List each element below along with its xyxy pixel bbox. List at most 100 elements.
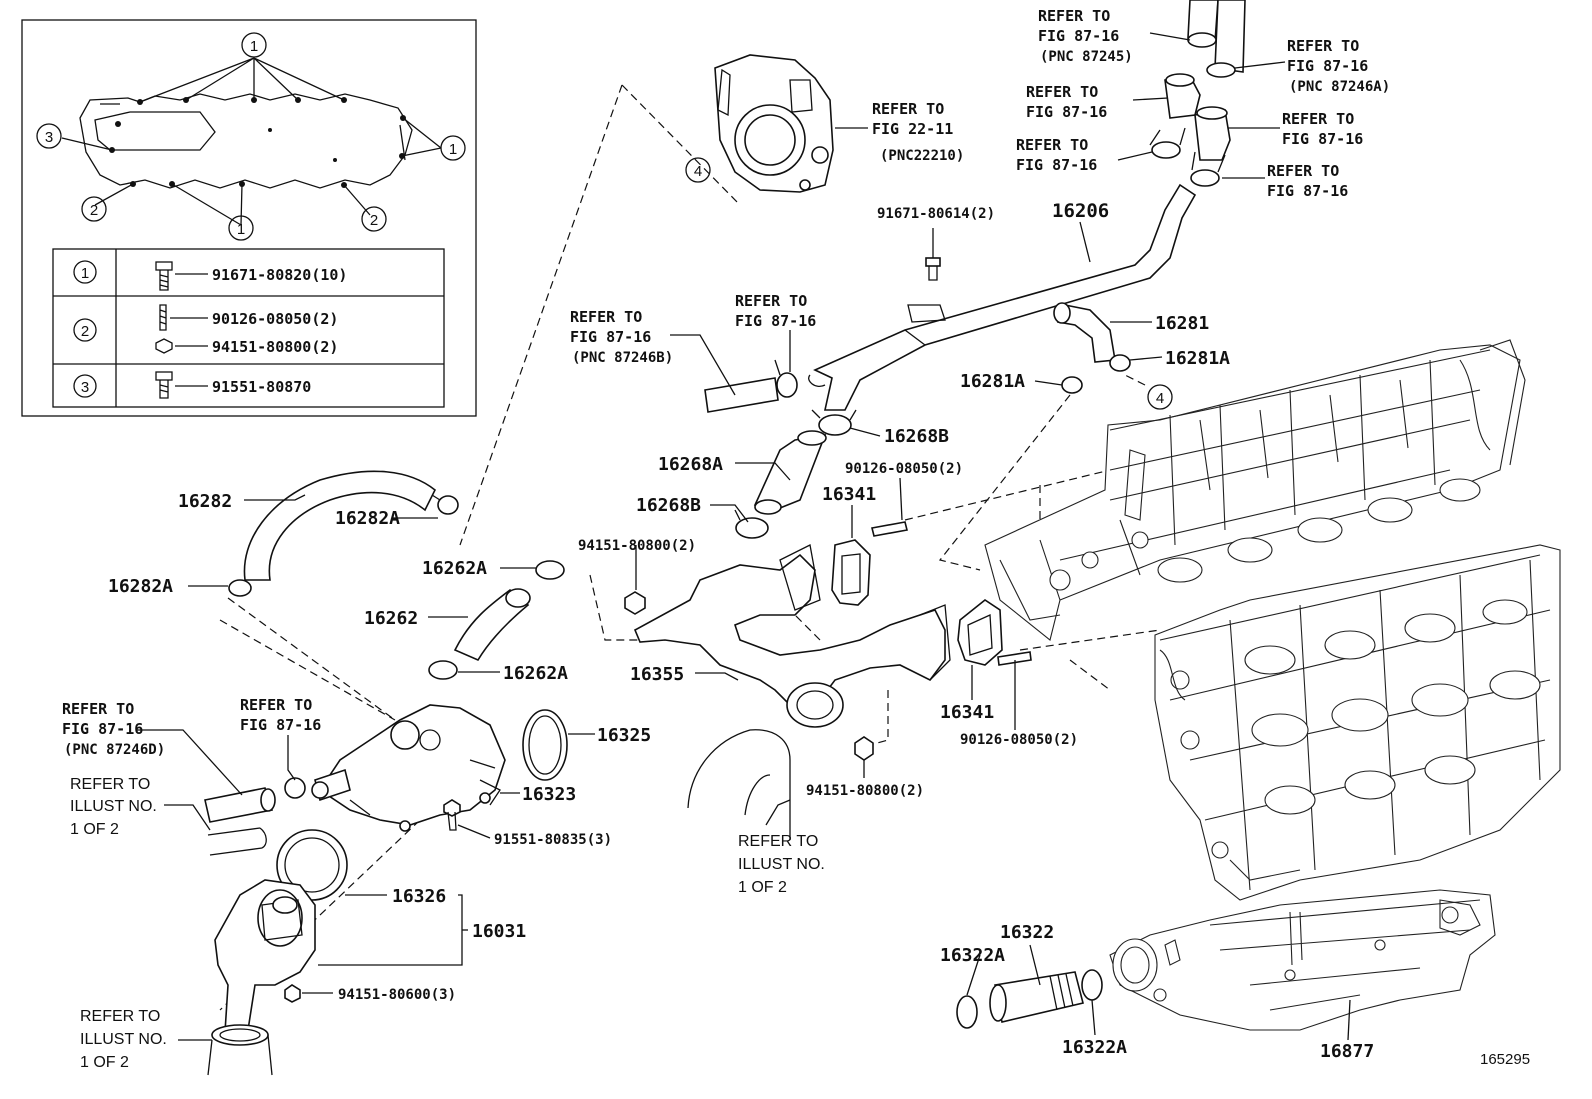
svg-text:1 OF 2: 1 OF 2 [80,1054,129,1071]
label-16325: 16325 [597,725,651,746]
svg-text:3: 3 [81,379,89,396]
svg-text:1 OF 2: 1 OF 2 [738,879,787,896]
dashed-guide-lines [219,84,1396,1011]
leader-lines [136,32,1351,1041]
svg-text:2: 2 [81,323,89,340]
svg-text:FIG 22-11: FIG 22-11 [872,120,953,138]
inset-callout-1-right: 1 [440,135,466,161]
svg-text:ILLUST NO.: ILLUST NO. [70,798,157,815]
hose-16262 [453,588,531,662]
svg-text:2: 2 [370,212,378,229]
refer-text-87246B: REFER TO [570,308,642,326]
svg-text:FIG 87-16: FIG 87-16 [570,328,651,346]
refer-illust-left: REFER TO [70,776,150,793]
pipe-refer-illust-bottom [207,1024,273,1076]
refer-text-87246D: REFER TO [62,700,134,718]
label-16323: 16323 [522,784,576,805]
label-16877: 16877 [1320,1041,1374,1062]
hose-refer-illust-center [687,729,791,840]
refer-illust-center: REFER TO [738,833,818,850]
stud-90126-bottom [997,651,1032,666]
label-16341-top: 16341 [822,484,876,505]
label-16282: 16282 [178,491,232,512]
svg-text:91671-80820(10): 91671-80820(10) [212,266,347,284]
svg-text:4: 4 [1156,390,1164,407]
intake-gasket [79,93,413,189]
gasket-16341-bottom [957,599,1003,666]
cylinder-head-upper [984,339,1526,641]
label-90126-08050-bottom: 90126-08050(2) [960,732,1078,748]
svg-text:(PNC 87246D): (PNC 87246D) [64,742,165,758]
label-90126-08050-top: 90126-08050(2) [845,461,963,477]
label-16322A-top: 16322A [940,945,1005,966]
hose-clamp-16268B-top [811,409,857,436]
svg-text:4: 4 [694,163,702,180]
svg-text:(PNC 87246A): (PNC 87246A) [1289,79,1390,95]
inset-legend-table: 1 2 3 91671-80820(10) 90126-08050(2) 941… [52,248,445,408]
hose-clamp-refer-87-16-left [284,777,306,799]
refer-text-clamp-5: REFER TO [735,292,807,310]
flange-bolt-icon [155,261,173,291]
svg-text:1: 1 [449,141,457,158]
label-94151-80600: 94151-80600(3) [338,987,456,1003]
label-91671-80614: 91671-80614(2) [877,206,995,222]
hose-16268A [753,430,827,515]
svg-text:91551-80870: 91551-80870 [212,378,311,396]
stud-bolt-icon [159,304,167,331]
bolt-icon [155,371,173,399]
svg-text:1: 1 [250,38,258,55]
hose-clamp-16262A-bottom [428,660,458,680]
svg-text:(PNC22210): (PNC22210) [880,148,964,164]
cylinder-head-lower [1154,544,1561,901]
o-ring-16322A-right [1081,969,1103,1001]
hose-clamp-refer-87-16 [774,359,798,398]
hose-clamp-icon [1164,73,1201,119]
hose-clamp-icon [1149,127,1186,159]
refer-text-87245: REFER TO [1038,7,1110,25]
svg-text:FIG 87-16: FIG 87-16 [735,312,816,330]
svg-text:FIG 87-16: FIG 87-16 [62,720,143,738]
hose-clamp-icon [1194,106,1231,161]
svg-text:FIG 87-16: FIG 87-16 [1016,156,1097,174]
label-16282A-bottom: 16282A [108,576,173,597]
svg-text:FIG 87-16: FIG 87-16 [1282,130,1363,148]
hose-87246B [704,377,779,413]
gasket-16325 [522,709,568,781]
svg-text:90126-08050(2): 90126-08050(2) [212,310,338,328]
hose-clamp-16268B-bottom [734,509,769,539]
hose-87246D [204,787,276,823]
nut-94151-80600 [284,984,301,1003]
refer-text-clamp-2: REFER TO [1282,110,1354,128]
hose-clamp-16282A-top [431,494,459,515]
label-91551-80835: 91551-80835(3) [494,832,612,848]
hose-clamp-16281A-right [1109,354,1131,372]
bolt-91551-80835 [443,799,461,831]
pipe-refer-illust-left [207,827,267,856]
stud-90126-top [871,521,908,537]
inset-callout-2-left: 2 [81,196,107,222]
hose-clamp-16282A-bottom [228,579,252,597]
label-16281: 16281 [1155,313,1209,334]
hose-clamp-16262A-top [535,560,565,580]
nut-94151-bottom [854,736,874,761]
water-pipe-16322 [989,971,1084,1023]
hose-clamp-icon [1190,151,1226,187]
svg-text:FIG 87-16: FIG 87-16 [1267,182,1348,200]
throttle-body [714,54,834,193]
label-16355: 16355 [630,664,684,685]
label-16341-bottom: 16341 [940,702,994,723]
refer-text-22-11: REFER TO [872,100,944,118]
svg-text:1 OF 2: 1 OF 2 [70,821,119,838]
callout-4-hose: 4 [1147,384,1173,410]
water-inlet-housing [1109,889,1496,1031]
svg-text:1: 1 [237,221,245,238]
refer-text-clamp-4: REFER TO [1267,162,1339,180]
label-16322: 16322 [1000,922,1054,943]
label-16262A-bottom: 16262A [503,663,568,684]
refer-text-87246A: REFER TO [1287,37,1359,55]
svg-text:FIG 87-16: FIG 87-16 [1287,57,1368,75]
label-16268B-bottom: 16268B [636,495,701,516]
label-16262A-top: 16262A [422,558,487,579]
gasket-16341-top [831,539,871,606]
